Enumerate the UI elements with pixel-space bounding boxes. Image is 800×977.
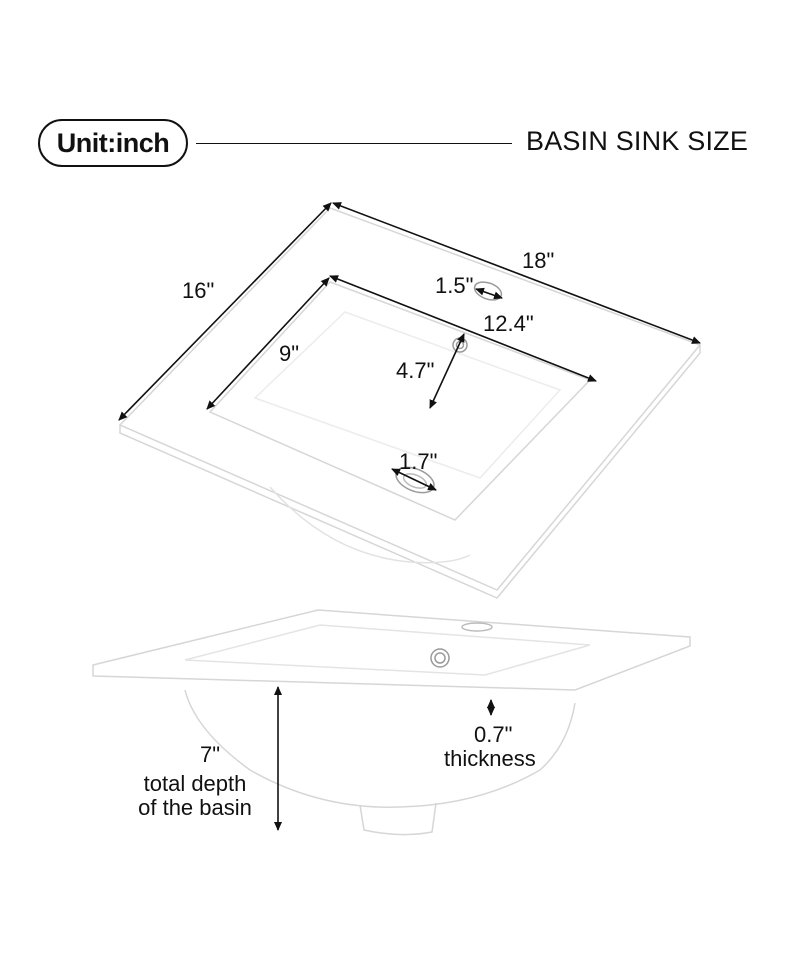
top-view-bowl-underside [269,486,471,564]
outer-width-arrow [118,202,332,421]
side-view-drain-tail [359,802,437,836]
diagram-title: BASIN SINK SIZE [526,126,749,156]
faucet-hole-label: 1.5" [435,273,473,298]
outer-length-label: 18" [522,248,554,273]
overflow-hole-icon [452,337,468,353]
side-view-bowl-body [184,689,576,808]
header-rule [196,143,512,144]
overflow-drain-label: 4.7" [396,358,434,383]
top-view-outer-rim [118,207,702,591]
thickness-text-label: thickness [444,746,536,771]
side-view-sink [92,609,691,836]
bowl-width-label: 9" [279,341,299,366]
depth-text-line1: total depth [144,771,247,796]
bowl-width-arrow [206,277,330,410]
unit-label: Unit:inch [56,127,170,158]
drain-hole-arrow [391,468,437,491]
overflow-drain-arrow [429,333,465,409]
depth-value-label: 7" [200,742,220,767]
faucet-hole-icon [473,281,503,301]
depth-text-line2: of the basin [138,795,252,820]
side-view-bowl-opening [184,624,591,676]
drain-hole-label: 1.7" [399,449,437,474]
top-view-sink [118,207,702,599]
top-view-rim-edge [119,345,701,599]
outer-width-label: 16" [182,278,214,303]
side-overflow-hole-icon [430,648,450,668]
bowl-length-label: 12.4" [483,311,534,336]
unit-badge: Unit:inch [38,119,188,167]
thickness-value-label: 0.7" [474,722,512,747]
bowl-length-arrow [329,275,597,382]
outer-length-arrow [332,202,701,344]
faucet-hole-arrow [475,287,503,300]
side-view-rim [92,609,691,691]
